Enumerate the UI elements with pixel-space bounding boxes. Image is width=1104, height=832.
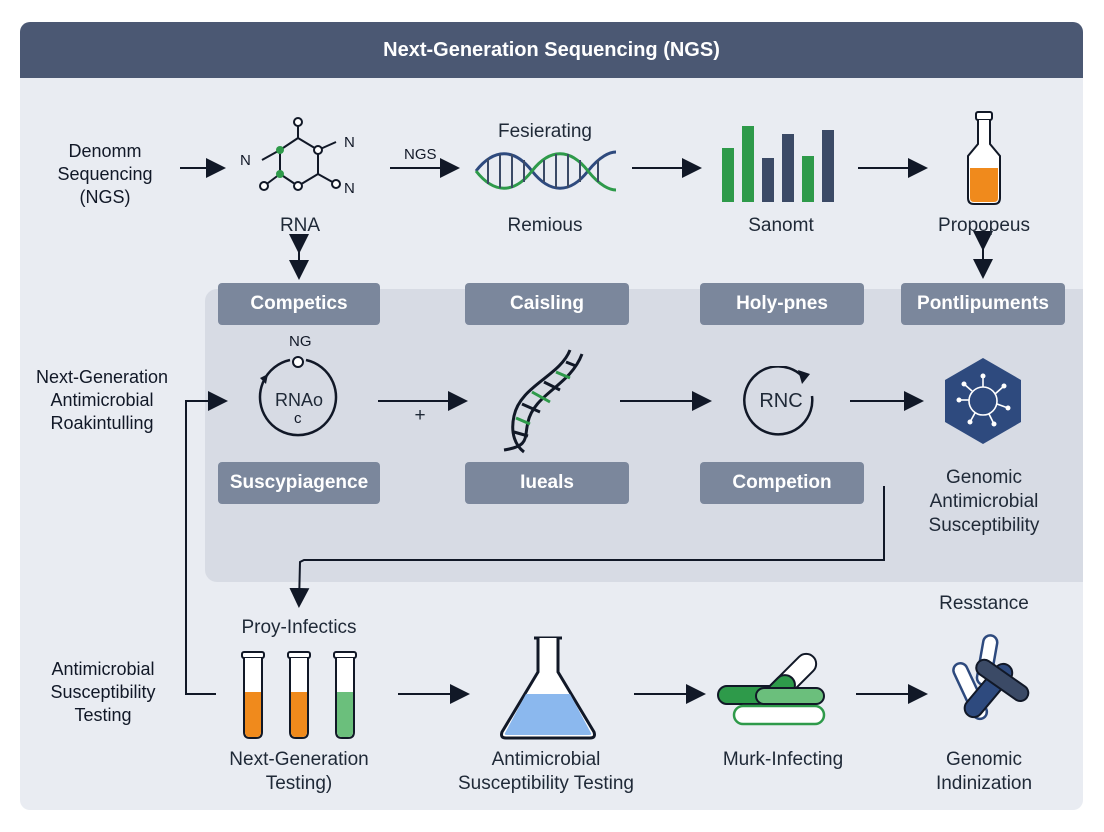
bars-label: Sanomt (748, 215, 814, 236)
rna-cycle-text: RNAo (274, 390, 323, 410)
bottle-icon (967, 111, 1001, 205)
test-tubes-icon (241, 651, 357, 739)
atom-label-right-top: N (344, 134, 355, 151)
rna-cycle-icon (258, 356, 338, 437)
plus-sign: + (414, 405, 426, 426)
loop-left (185, 391, 228, 695)
bar-chart-icon (722, 126, 834, 202)
middle-panel (205, 289, 1083, 582)
atom-label-left: N (240, 152, 251, 169)
flask-label: Antimicrobial Susceptibility Testing (457, 749, 635, 794)
dna-diagonal-icon (503, 349, 584, 454)
bottle-label: Propopeus (938, 215, 1030, 236)
rnc-text: RNC (759, 390, 803, 412)
pill-pontlipuments: Pontlipuments (901, 283, 1065, 325)
vials-top-label: Resstance (939, 593, 1029, 614)
pill-competics: Competics (218, 283, 380, 325)
pill-holy-pnes: Holy-pnes (700, 283, 864, 325)
molecule-icon (259, 117, 341, 191)
rna-cycle-sub: c (294, 410, 302, 427)
pill-iueals: Iueals (465, 462, 629, 504)
network-hexagon-icon (945, 358, 1021, 444)
rnc-cycle-icon (743, 366, 814, 436)
side-label-row2: Next-Generation Antimicrobial Roakintull… (35, 367, 169, 433)
rna-cycle-top-label: NG (289, 333, 312, 350)
connector-down (289, 486, 885, 608)
dna-horizontal-icon (474, 150, 617, 192)
header-bar: Next-Generation Sequencing (NGS) (20, 22, 1083, 78)
page-title: Next-Generation Sequencing (NGS) (383, 38, 720, 61)
vials-icon (952, 634, 1030, 721)
capsules-icon (717, 652, 826, 726)
tubes-label: Next-Generation Testing) (229, 749, 369, 794)
dna-label: Remious (507, 215, 583, 236)
pill-competion: Competion (700, 462, 864, 504)
atom-label-right-bottom: N (344, 180, 355, 197)
arrow-label-ngs: NGS (404, 146, 437, 163)
hex-label: Genomic Antimicrobial Susceptibility (928, 467, 1040, 536)
dna-top-label: Fesierating (498, 121, 592, 142)
pill-caisling: Caisling (465, 283, 629, 325)
capsules-label: Murk-Infecting (722, 749, 844, 770)
erlenmeyer-flask-icon (500, 636, 596, 740)
side-label-row3: Antimicrobial Susceptibility Testing (50, 659, 156, 725)
pill-suscypiagence: Suscypiagence (218, 462, 380, 504)
tubes-top-label: Proy-Infectics (241, 617, 357, 638)
molecule-label: RNA (279, 215, 321, 236)
vials-label: Genomic Indinization (935, 749, 1033, 794)
side-label-row1: Denomm Sequencing (NGS) (57, 141, 153, 207)
